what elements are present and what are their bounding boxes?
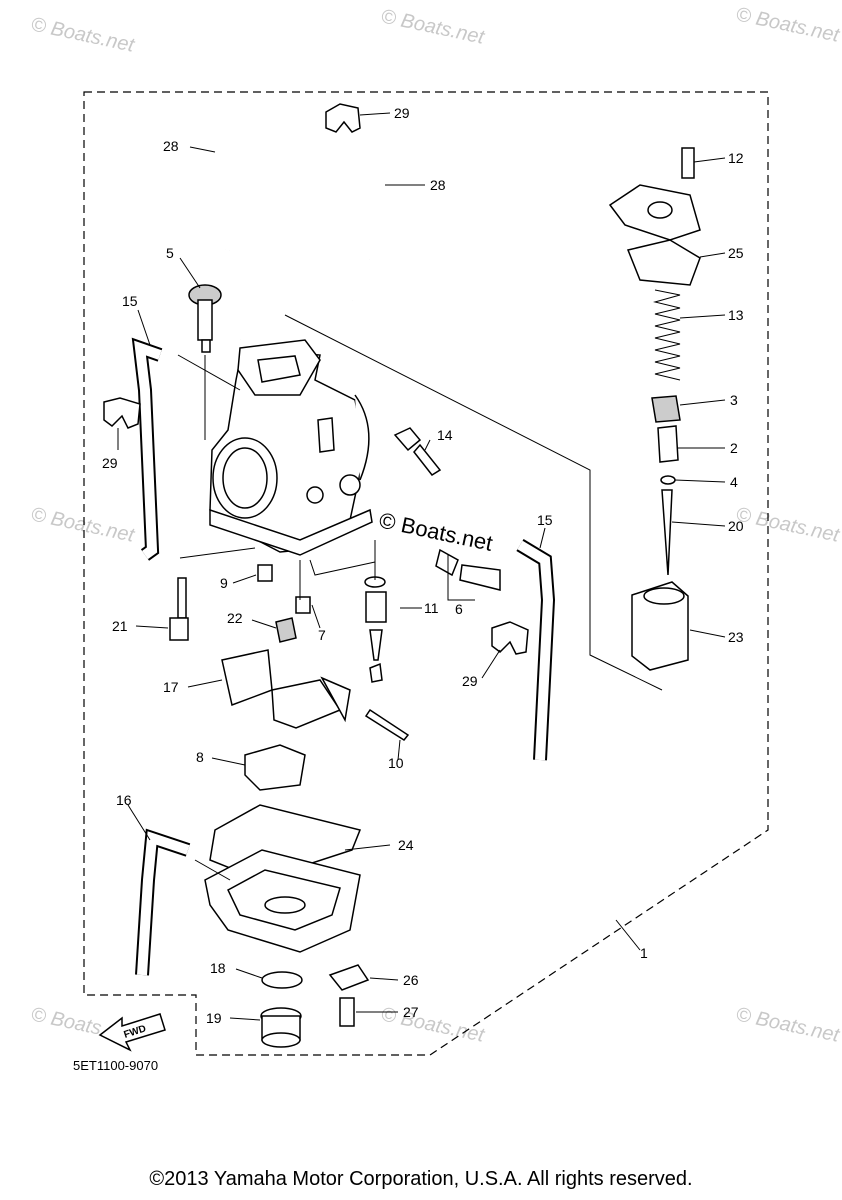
callouts: 29 28 28 12 25 5 15 13 3 14 2 29 4 15 20…	[102, 105, 744, 1026]
callout-17: 17	[163, 679, 179, 695]
callout-22: 22	[227, 610, 243, 626]
vent-hoses	[212, 116, 392, 401]
throttle-stop-screw	[393, 427, 442, 476]
watermark: © Boats.net	[379, 5, 487, 49]
hose-clamp	[491, 621, 529, 655]
callout-9: 9	[220, 575, 228, 591]
bolt	[339, 997, 355, 1027]
callout-29: 29	[462, 673, 478, 689]
leader-lines	[117, 112, 726, 1021]
spring-seat	[651, 395, 681, 423]
callout-12: 12	[728, 150, 744, 166]
center-watermark: © Boats.net	[377, 507, 495, 555]
float-pin	[364, 708, 410, 741]
callout-16: 16	[116, 792, 132, 808]
callout-5: 5	[166, 245, 174, 261]
watermark: © Boats.net	[734, 3, 842, 47]
assembly-boundary	[83, 91, 769, 1056]
pilot-screw	[435, 548, 501, 591]
callout-15: 15	[537, 512, 553, 528]
callout-25: 25	[728, 245, 744, 261]
callout-8: 8	[196, 749, 204, 765]
callout-13: 13	[728, 307, 744, 323]
baffle-plate	[244, 744, 306, 791]
drain-plug	[260, 1007, 302, 1048]
diagram-code: 5ET1100-9070	[73, 1058, 158, 1073]
callout-11: 11	[424, 600, 439, 616]
copyright-notice: ©2013 Yamaha Motor Corporation, U.S.A. A…	[149, 1168, 693, 1190]
needle-valve	[364, 576, 387, 683]
callout-28: 28	[430, 177, 446, 193]
jet-needle	[661, 489, 673, 576]
watermark: © Boats.net	[29, 13, 137, 57]
top-cover	[608, 184, 701, 241]
callout-19: 19	[206, 1010, 222, 1026]
main-jet	[275, 617, 297, 643]
callout-23: 23	[728, 629, 744, 645]
float-bowl	[204, 849, 361, 953]
fwd-arrow-icon: FWD	[98, 1013, 166, 1052]
screw	[681, 147, 695, 179]
watermark: © Boats.net	[379, 1003, 487, 1047]
callout-20: 20	[728, 518, 744, 534]
air-screw	[188, 284, 222, 353]
callout-6: 6	[455, 601, 463, 617]
o-ring	[261, 971, 303, 989]
watermark: © Boats.net	[29, 503, 137, 547]
plate	[328, 964, 370, 991]
carburetor-body	[209, 339, 373, 556]
callout-18: 18	[210, 960, 226, 976]
throttle-spring	[653, 289, 681, 381]
clip	[660, 475, 676, 485]
callout-4: 4	[730, 474, 738, 490]
callout-29: 29	[102, 455, 118, 471]
watermark: © Boats.net	[734, 1003, 842, 1047]
callout-10: 10	[388, 755, 404, 771]
callout-7: 7	[318, 627, 326, 643]
cover-gasket	[626, 239, 701, 286]
throttle-valve	[631, 581, 689, 671]
callout-24: 24	[398, 837, 414, 853]
watermark: © Boats.net	[734, 503, 842, 547]
callout-28: 28	[163, 138, 179, 154]
callout-15: 15	[122, 293, 138, 309]
hose-clamp	[325, 103, 361, 133]
callout-26: 26	[403, 972, 419, 988]
callout-27: 27	[403, 1004, 419, 1020]
screw	[295, 596, 311, 614]
hose-clamp	[103, 397, 141, 429]
screw	[257, 564, 273, 582]
callout-29: 29	[394, 105, 410, 121]
float	[221, 649, 351, 729]
jet-needle-screw	[169, 577, 189, 641]
callout-21: 21	[112, 618, 128, 634]
needle-holder	[657, 425, 679, 463]
callout-3: 3	[730, 392, 738, 408]
callout-14: 14	[437, 427, 453, 443]
callout-2: 2	[730, 440, 738, 456]
callout-1: 1	[640, 945, 648, 961]
